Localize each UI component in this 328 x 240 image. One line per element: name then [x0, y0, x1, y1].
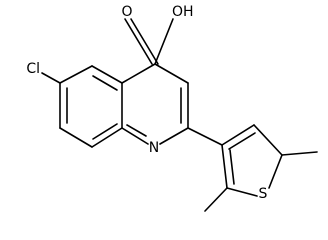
structure-diagram: O OH Cl N S	[26, 4, 318, 212]
bond-t4-t5	[253, 124, 283, 156]
bond-n1-c8a	[121, 127, 149, 145]
bond-c4a-c5	[91, 65, 123, 84]
bond-c4-c4a	[121, 63, 156, 84]
hydroxyl-label: OH	[172, 4, 194, 20]
bond-c4-c3	[154, 63, 189, 84]
bond-c5-c6	[59, 65, 93, 84]
atom-labels: O OH Cl N S	[26, 4, 267, 202]
bond-t5-methyl	[281, 151, 318, 156]
bond-t5-s	[268, 154, 283, 189]
bond-c2-n1	[159, 127, 189, 145]
bond-c8-c8a	[91, 127, 123, 148]
bond-t2-t3	[221, 144, 228, 189]
chlorine-label: Cl	[26, 61, 40, 77]
bond-c6-cl	[41, 72, 61, 84]
bond-t2-methyl	[204, 187, 228, 212]
bond-s-t2	[226, 187, 258, 197]
bond-t3-t4	[221, 124, 255, 146]
bond-n1-c8a-inner	[126, 124, 147, 137]
sulfur-label: S	[259, 186, 268, 202]
bond-c7-c8	[59, 127, 93, 148]
ring-nitrogen-label: N	[149, 140, 159, 156]
bond-c8-c8a-inner	[92, 123, 118, 140]
bond-c-o-double-a	[124, 18, 153, 65]
bond-c-oh	[154, 18, 174, 65]
bond-t3-t4-inner	[228, 132, 256, 150]
bond-c2-thienyl	[187, 127, 223, 146]
bond-c-o-double-b	[130, 18, 159, 65]
bond-t2-t3-inner	[229, 149, 235, 185]
bond-lines	[41, 18, 318, 212]
carboxylic-oxygen-label: O	[121, 4, 132, 20]
bond-c4a-c5-inner	[92, 75, 118, 91]
